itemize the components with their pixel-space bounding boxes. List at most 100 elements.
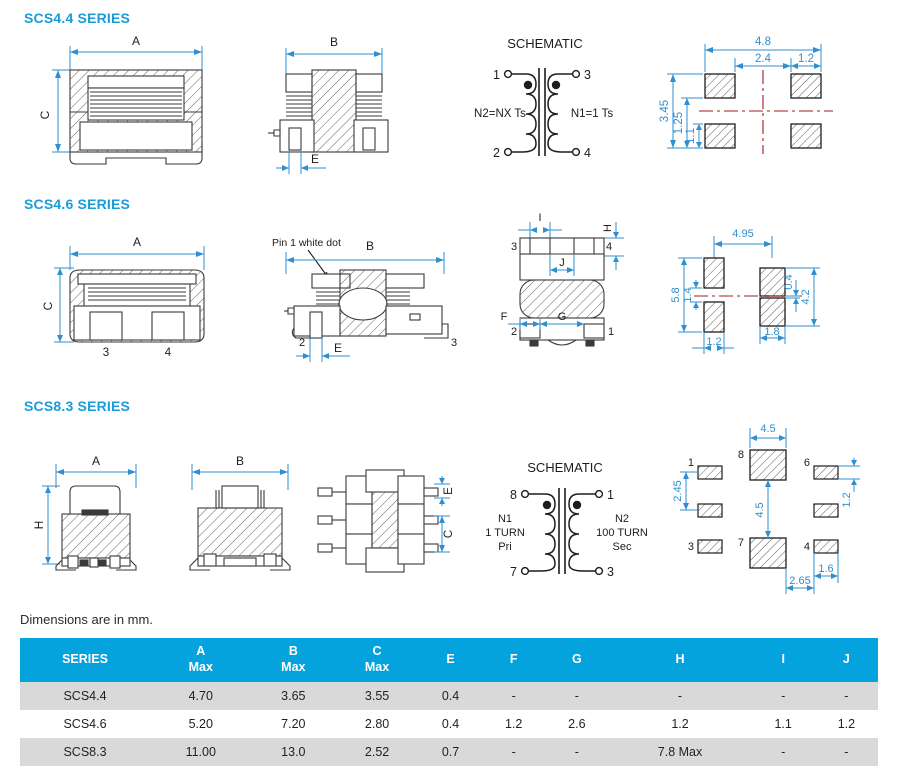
series-title-scs46: SCS4.6 SERIES [24,196,131,212]
scs46-dim-a-label: A [133,235,141,249]
cell-a: 11.00 [150,738,252,766]
scs46-dim-j-label: J [559,257,565,269]
scs83-dim-e-label: E [443,487,455,495]
scs46-dim-c-label: C [41,301,55,310]
scs83-lp-pad-8: 8 [738,449,744,461]
cell-j: 1.2 [814,710,878,738]
scs83-dim-h-label: H [32,521,46,530]
scs83-lp-dim-45w: 4.5 [760,423,775,435]
scs44-winding-label-left: N2=NX Ts [474,108,526,120]
scs44-dim-a-label: A [132,34,140,48]
cell-g: - [545,738,609,766]
scs46-land-pattern: 4.95 5.8 [670,218,892,368]
table-header-row: SERIES A Max B Max C Max E F [20,638,878,682]
col-header-i: I [751,638,815,682]
scs83-pin-8: 8 [510,488,517,502]
cell-a: 4.70 [150,682,252,710]
scs83-lp-pad-7: 7 [738,537,744,549]
cell-h: 1.2 [608,710,752,738]
scs83-lp-pad-4: 4 [804,541,810,553]
scs83-schematic: SCHEMATIC 8 7 1 3 N1 1 TURN Pri N2 100 T [465,452,665,587]
scs46-bot-pin-3: 3 [511,241,517,253]
scs46-lp-dim-42: 4.2 [800,289,812,304]
col-header-c: C Max [335,638,419,682]
cell-c: 2.52 [335,738,419,766]
cell-e: 0.4 [418,682,483,710]
col-header-h-main: H [675,652,685,667]
scs46-side-pin-3: 3 [451,337,457,349]
cell-g: - [545,682,609,710]
scs46-dim-f-label: F [501,311,508,323]
col-header-j-main: J [842,652,850,667]
scs44-lp-dim-11: 1.1 [685,128,697,144]
col-header-a-sub: Max [188,660,213,674]
col-header-series: SERIES [20,638,150,682]
cell-j: - [814,738,878,766]
col-header-a: A Max [150,638,252,682]
cell-a: 5.20 [150,710,252,738]
scs46-lp-dim-04: 0.4 [783,274,795,289]
scs83-dim-c-label: C [443,530,455,538]
scs44-land-pattern: 4.8 2.4 1.2 [655,28,885,183]
scs44-pin-3: 3 [584,68,591,82]
cell-b: 13.0 [251,738,336,766]
cell-i: 1.1 [751,710,815,738]
scs83-schematic-title: SCHEMATIC [527,460,603,475]
cell-series: SCS4.4 [20,682,150,710]
col-header-c-sub: Max [364,660,390,674]
scs46-lp-dim-58: 5.8 [670,287,682,302]
cell-c: 2.80 [335,710,419,738]
scs83-lp-pad-6: 6 [804,457,810,469]
scs46-lp-dim-495: 4.95 [732,228,753,240]
scs46-pin1-callout: Pin 1 white dot [272,237,341,249]
scs46-bot-pin-2: 2 [511,326,517,338]
scs46-lp-dim-18: 1.8 [764,326,779,338]
cell-j: - [814,682,878,710]
scs83-lp-pad-3: 3 [688,541,694,553]
scs44-lp-dim-125: 1.25 [673,112,685,134]
scs83-land-pattern: 4.5 8 7 1 3 6 4 [672,418,897,603]
scs83-side-view: B [178,454,303,583]
cell-series: SCS8.3 [20,738,150,766]
scs83-lp-dim-12: 1.2 [841,492,853,507]
scs83-pin-view: E C [308,460,458,585]
scs46-side-view: Pin 1 white dot B [258,228,473,368]
table-row: SCS4.4 4.70 3.65 3.55 0.4 - - - - - [20,682,878,710]
scs44-pin-1: 1 [493,68,500,82]
cell-g: 2.6 [545,710,609,738]
scs83-front-view: A H [32,454,161,583]
col-header-e-main: E [446,652,455,667]
col-header-j: J [814,638,878,682]
scs46-bottom-view: I H 3 4 [478,208,653,368]
cell-i: - [751,738,815,766]
cell-h: - [608,682,752,710]
cell-e: 0.7 [418,738,483,766]
dimensions-note: Dimensions are in mm. [20,612,153,627]
scs46-dim-i-label: I [538,212,541,224]
scs44-pin-2: 2 [493,146,500,160]
scs83-label-pri: Pri [498,541,511,553]
scs44-winding-label-right: N1=1 Ts [571,108,614,120]
scs44-pin-4: 4 [584,146,591,160]
col-header-g-main: G [571,652,582,667]
scs46-dim-e-label: E [334,341,342,355]
cell-i: - [751,682,815,710]
scs46-bot-pin-1: 1 [608,326,614,338]
scs46-front-view: A C [41,232,242,362]
series-title-scs83: SCS8.3 SERIES [24,398,131,414]
scs83-lp-pad-1: 1 [688,457,694,469]
table-row: SCS8.3 11.00 13.0 2.52 0.7 - - 7.8 Max -… [20,738,878,766]
scs44-lp-dim-48: 4.8 [755,36,771,48]
scs46-lp-dim-14: 1.4 [682,287,694,302]
scs83-label-n1: N1 [498,513,512,525]
scs83-lp-dim-245: 2.45 [672,480,684,501]
scs83-label-sec: Sec [613,541,632,553]
col-header-b-main: B [288,644,298,659]
scs46-lp-dim-12: 1.2 [706,336,721,348]
col-header-series-main: SERIES [62,652,108,667]
scs44-lp-dim-12: 1.2 [798,53,814,65]
scs46-bot-pin-4: 4 [606,241,612,253]
scs44-dim-e-label: E [311,152,319,166]
scs83-label-n1-turns: 1 TURN [485,527,525,539]
